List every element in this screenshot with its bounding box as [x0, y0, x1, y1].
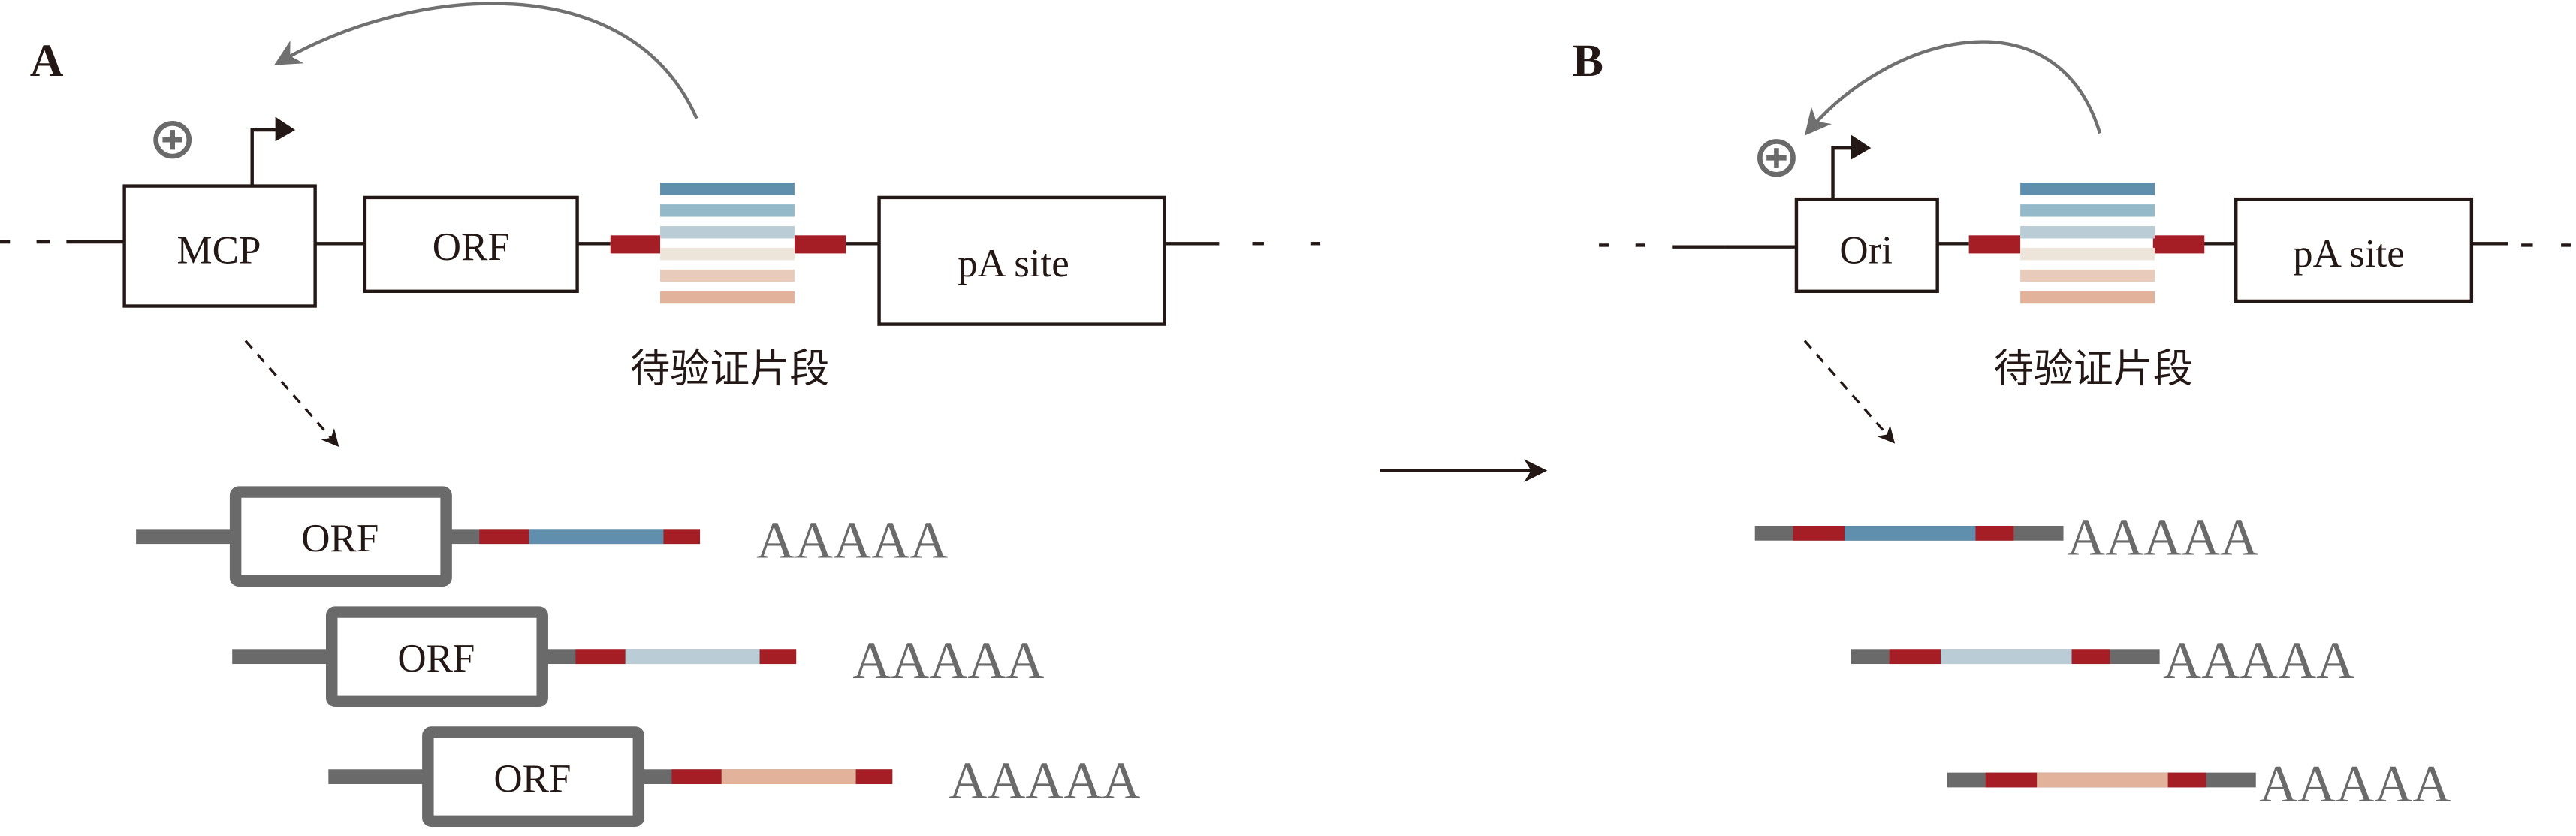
- feedback-arrow-icon: [273, 2, 698, 119]
- cleavage-site: [1985, 772, 2038, 788]
- fragment-caption: 待验证片段: [1994, 346, 2193, 391]
- polya-tail-label: AAAAA: [852, 632, 1044, 690]
- transcript-b: AAAAA: [1947, 755, 2451, 813]
- promoter-arrow-icon: [1831, 134, 1872, 200]
- fragment-variant-bar: [2020, 269, 2155, 282]
- fragment-variant-bar: [660, 226, 795, 239]
- panel-b-label: B: [1573, 35, 1603, 86]
- orf-box: [325, 606, 548, 708]
- fragment-variant-bar: [660, 183, 795, 195]
- fragment-stack: [660, 183, 795, 304]
- cleavage-site: [2167, 772, 2206, 788]
- promoter-box-label: MCP: [177, 229, 261, 273]
- feedback-arrow-icon: [1804, 40, 2102, 136]
- utr-line: [328, 769, 428, 784]
- cleavage-site: [759, 649, 797, 665]
- utr-line: [232, 649, 332, 665]
- fragment-segment: [1844, 526, 1976, 541]
- cleavage-site: [575, 649, 626, 665]
- panel-a: A MCP ORF: [0, 2, 1321, 827]
- polya-tail-label: AAAAA: [756, 512, 948, 570]
- polya-tail-label: AAAAA: [949, 752, 1140, 810]
- ori-box: [1794, 197, 1939, 293]
- cleavage-site: [479, 529, 529, 545]
- fragment-segment: [529, 529, 664, 545]
- cleavage-site-right: [2152, 235, 2205, 254]
- pa-site-label: pA site: [2293, 232, 2405, 276]
- transcript-a: ORF AAAAA: [232, 606, 1045, 708]
- cleavage-site: [1975, 526, 2014, 541]
- pa-site-label: pA site: [958, 242, 1069, 285]
- polya-tail-label: AAAAA: [2259, 755, 2451, 813]
- fragment-segment: [1941, 649, 2072, 665]
- pa-site-box: [877, 195, 1166, 326]
- fragment-segment: [625, 649, 760, 665]
- orf-box: [363, 195, 579, 293]
- orf-label: ORF: [493, 757, 571, 801]
- cleavage-site: [663, 529, 701, 545]
- cleavage-site-left: [1968, 235, 2021, 254]
- polya-tail-label: AAAAA: [2163, 632, 2354, 690]
- panel-a-label: A: [30, 35, 64, 86]
- cleavage-site: [855, 769, 893, 784]
- orf-label: ORF: [397, 637, 475, 681]
- transcript-list-a: ORF AAAAA ORF AAAAA ORF AAAAA: [136, 486, 1141, 827]
- fragment-variant-bar: [2020, 291, 2155, 304]
- orf-box: [229, 486, 452, 587]
- cleavage-site: [1793, 526, 1845, 541]
- panel-a-backbone: [0, 240, 1321, 246]
- transcription-arrow-icon: [244, 340, 339, 448]
- panel-b: B Ori pA site 待验证片段: [1573, 35, 2571, 813]
- cleavage-site: [1889, 649, 1941, 665]
- fragment-segment: [721, 769, 856, 784]
- fragment-variant-bar: [660, 247, 795, 261]
- fragment-variant-bar: [2020, 247, 2155, 261]
- fragment-stack: [2020, 183, 2155, 304]
- fragment-variant-bar: [660, 291, 795, 304]
- ori-box-label: Ori: [1839, 229, 1893, 273]
- transcript-a: ORF AAAAA: [136, 486, 948, 587]
- orf-box: [422, 726, 645, 827]
- promoter-arrow-icon: [250, 116, 296, 186]
- panel-b-backbone: [1599, 242, 2571, 249]
- transcript-b: AAAAA: [1851, 632, 2354, 690]
- transcript-a: ORF AAAAA: [328, 726, 1141, 827]
- fragment-variant-bar: [2020, 204, 2155, 217]
- utr-line: [136, 529, 236, 545]
- fragment-variant-bar: [2020, 226, 2155, 239]
- pa-site-box: [2234, 197, 2474, 303]
- fragment-variant-bar: [660, 269, 795, 282]
- fragment-variant-bar: [660, 204, 795, 217]
- cleavage-site-right: [794, 235, 846, 254]
- cleavage-site: [2071, 649, 2110, 665]
- circle-plus-icon: [153, 121, 192, 159]
- transcription-arrow-icon: [1803, 340, 1896, 444]
- promoter-box: [122, 184, 317, 308]
- cleavage-site: [671, 769, 722, 784]
- fragment-variant-bar: [2020, 183, 2155, 195]
- orf-box-label: ORF: [433, 225, 510, 269]
- fragment-segment: [2037, 772, 2168, 788]
- cleavage-site-left: [610, 235, 661, 254]
- transcript-b: AAAAA: [1754, 509, 2258, 567]
- polya-tail-label: AAAAA: [2067, 509, 2258, 567]
- orf-label: ORF: [301, 517, 379, 560]
- circle-plus-icon: [1757, 139, 1796, 177]
- transcript-list-b: AAAAA AAAAA AAAAA: [1754, 509, 2451, 813]
- fragment-caption: 待验证片段: [630, 346, 829, 391]
